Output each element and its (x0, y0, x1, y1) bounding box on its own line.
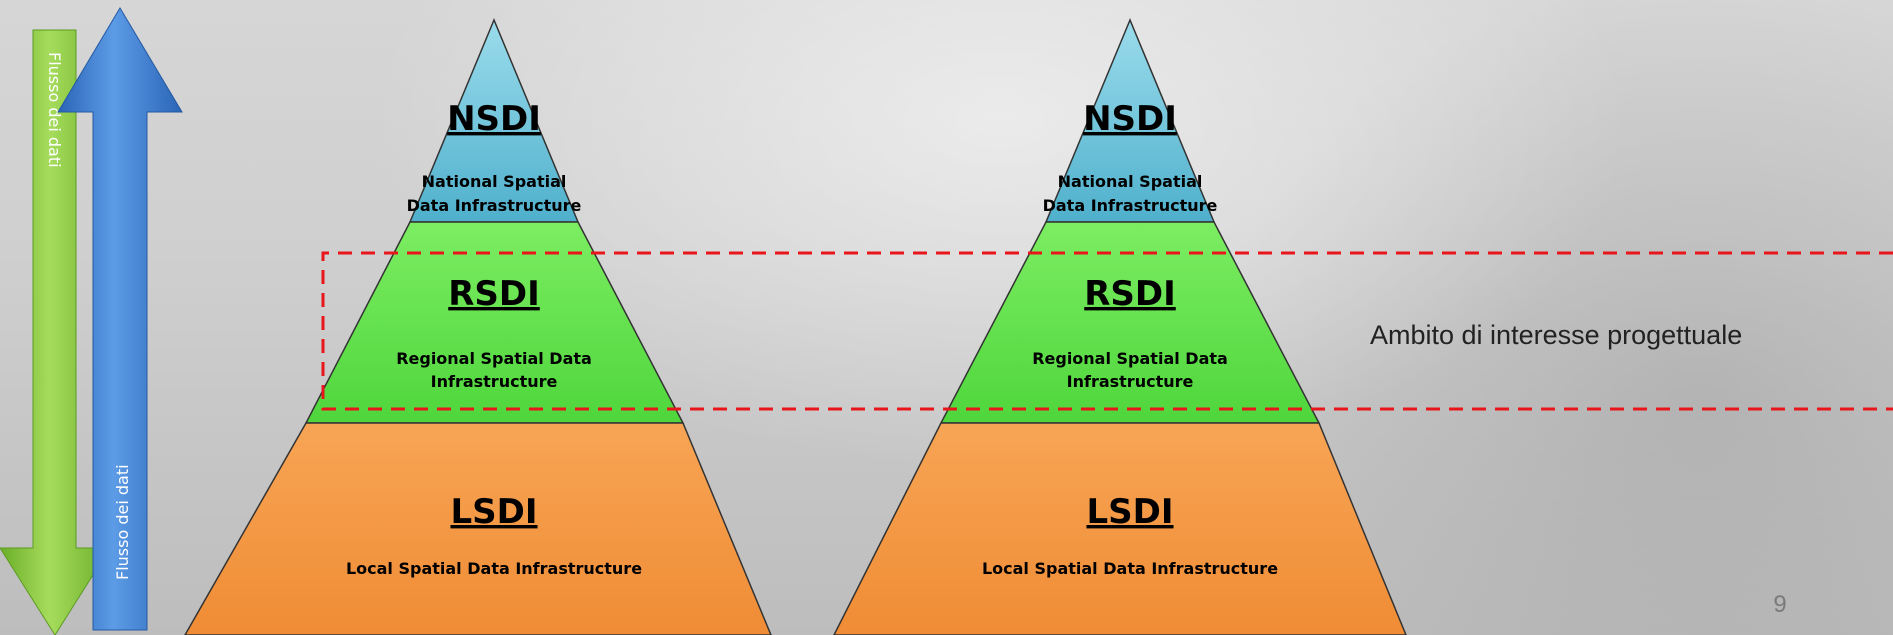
rsdi-title: RSDI (448, 274, 540, 314)
lsdi-subtitle: Local Spatial Data Infrastructure (346, 559, 642, 578)
data-flow-down-arrow: Flusso dei dati (0, 29, 111, 635)
lsdi-title: LSDI (1086, 492, 1173, 532)
page-number: 9 (1773, 591, 1786, 618)
scope-label: Ambito di interesse progettuale (1370, 320, 1742, 350)
nsdi-title: NSDI (447, 99, 541, 139)
lsdi-layer (184, 422, 772, 635)
rsdi-subtitle-line1: Regional Spatial Data (1032, 349, 1228, 368)
data-flow-up-arrow: Flusso dei dati (57, 7, 183, 631)
up-arrow-label: Flusso dei dati (113, 464, 132, 580)
lsdi-layer (833, 422, 1407, 635)
pyramid-left: NSDI National Spatial Data Infrastructur… (184, 18, 772, 635)
rsdi-subtitle-line1: Regional Spatial Data (396, 349, 592, 368)
nsdi-subtitle-line2: Data Infrastructure (1043, 196, 1218, 215)
nsdi-subtitle-line1: National Spatial (1058, 172, 1203, 191)
down-arrow-label: Flusso dei dati (45, 52, 64, 168)
scope-dashed-line (321, 251, 1893, 411)
rsdi-title: RSDI (1084, 274, 1176, 314)
rsdi-subtitle-line2: Infrastructure (431, 372, 558, 391)
pyramid-right: NSDI National Spatial Data Infrastructur… (833, 18, 1407, 635)
lsdi-title: LSDI (450, 492, 537, 532)
nsdi-subtitle-line2: Data Infrastructure (407, 196, 582, 215)
rsdi-subtitle-line2: Infrastructure (1067, 372, 1194, 391)
nsdi-subtitle-line1: National Spatial (422, 172, 567, 191)
lsdi-subtitle: Local Spatial Data Infrastructure (982, 559, 1278, 578)
nsdi-title: NSDI (1083, 99, 1177, 139)
scope-boundary (321, 251, 1893, 411)
